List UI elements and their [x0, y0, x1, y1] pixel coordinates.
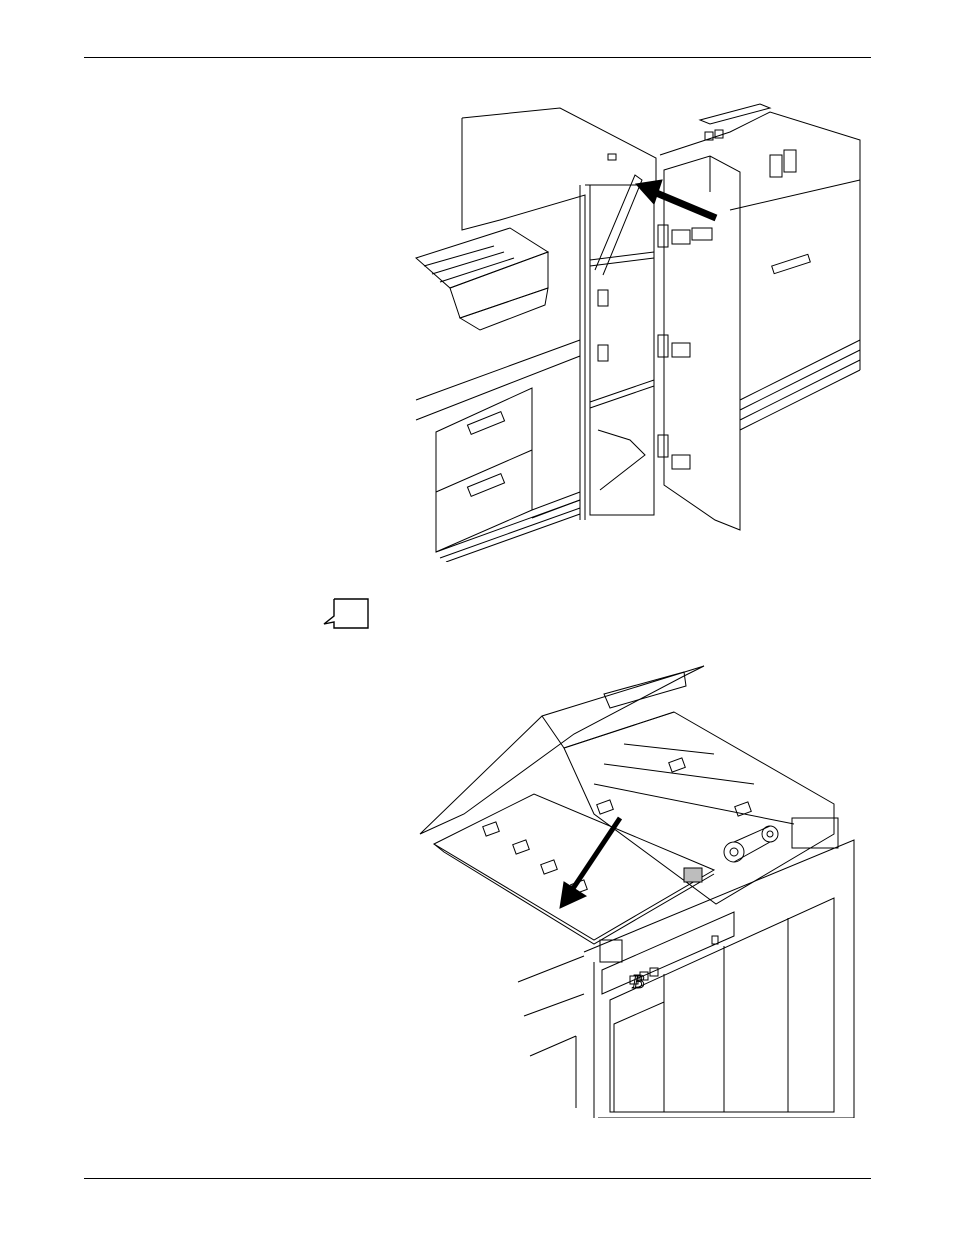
finisher-door-open-illustration	[410, 100, 870, 562]
module-letter-label: B	[632, 971, 644, 993]
footer-rule	[84, 1178, 871, 1179]
transport-cover-open-illustration: B	[414, 664, 856, 1118]
header-rule	[84, 57, 871, 58]
note-icon	[318, 596, 372, 632]
